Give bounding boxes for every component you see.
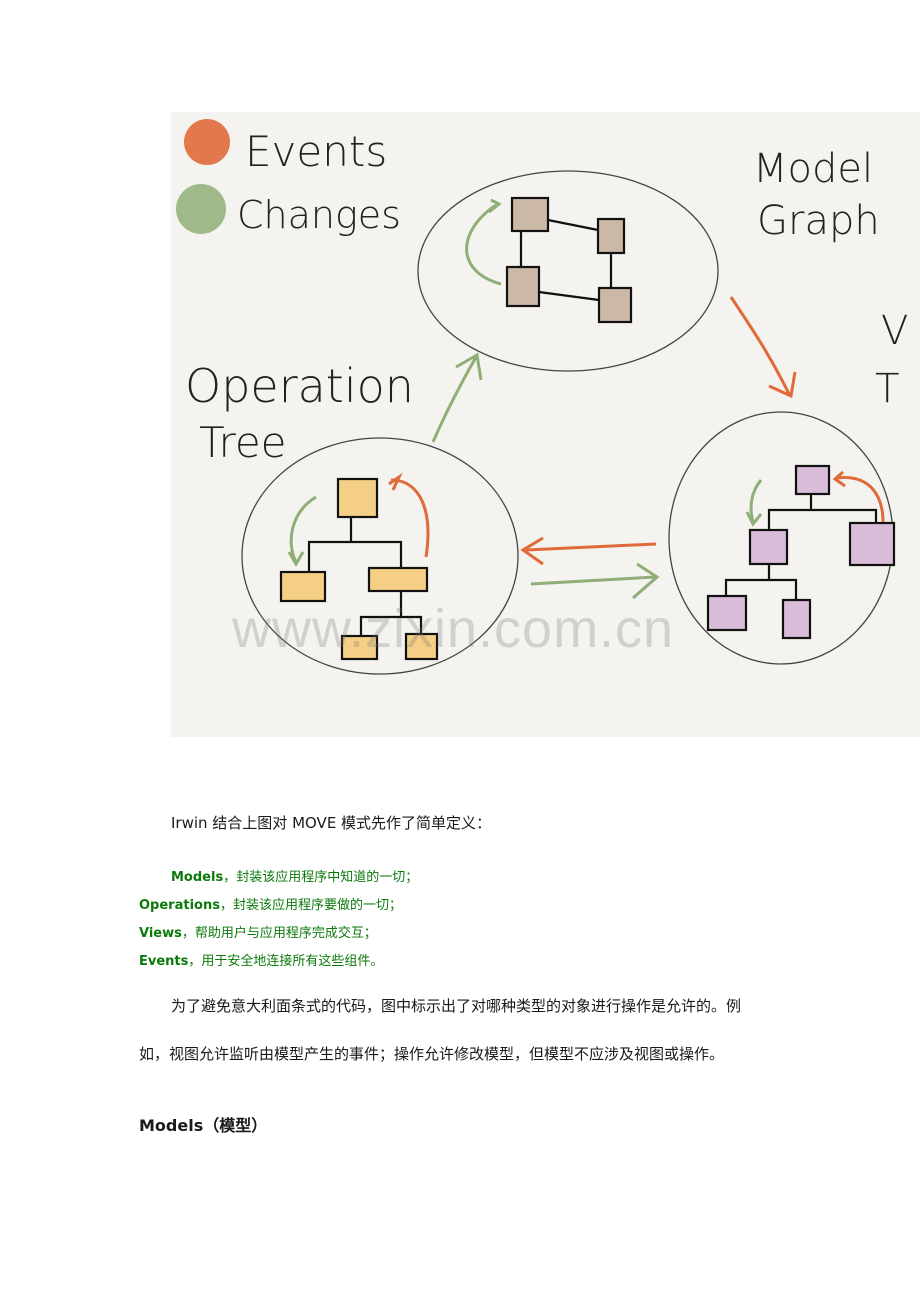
watermark: www.zixin.com.cn	[232, 599, 675, 659]
changes-legend-dot	[176, 184, 226, 234]
model-graph-label-2: Graph	[757, 198, 880, 244]
definition-term: Models	[171, 870, 224, 885]
view-tree-label-2: T	[875, 366, 899, 412]
operation-tree-circle	[241, 437, 519, 675]
definition-events: Events，用于安全地连接所有这些组件。	[139, 950, 383, 969]
operation-tree-label-1: Operation	[185, 359, 414, 413]
view-tree-change-arrow	[745, 479, 763, 527]
paragraph-line-2: 如，视图允许监听由模型产生的事件；操作允许修改模型，但模型不应涉及视图或操作。	[139, 1045, 725, 1063]
move-diagram: Events Changes Model Graph Operation Tre…	[171, 112, 920, 737]
definition-text: ，用于安全地连接所有这些组件。	[188, 954, 384, 969]
view-tree-label-1: V	[881, 308, 908, 354]
definition-term: Views	[139, 926, 182, 941]
view-tree-nodes	[706, 464, 896, 640]
arrow-model-to-view	[729, 296, 797, 399]
move-diagram-svg: Events Changes Model Graph Operation Tre…	[176, 119, 908, 675]
arrow-view-to-operation	[520, 536, 657, 566]
operation-tree-change-arrow	[287, 495, 317, 567]
model-graph-circle	[417, 170, 719, 372]
definition-models: Models，封装该应用程序中知道的一切；	[171, 866, 418, 885]
definition-term: Operations	[139, 898, 220, 913]
model-graph-label-1: Model	[753, 146, 873, 192]
operation-tree-event-arrow	[388, 472, 430, 558]
definition-operations: Operations，封装该应用程序要做的一切；	[139, 894, 402, 913]
definition-term: Events	[139, 954, 189, 969]
events-legend-dot	[184, 119, 230, 165]
legend-changes-label: Changes	[237, 193, 401, 237]
model-graph-nodes	[505, 196, 633, 324]
arrow-operation-to-view	[530, 562, 660, 600]
definition-text: ，封装该应用程序要做的一切；	[219, 898, 402, 913]
arrow-operation-to-model	[431, 352, 483, 443]
view-tree-event-arrow	[832, 470, 885, 523]
paragraph-line-1: 为了避免意大利面条式的代码，图中标示出了对哪种类型的对象进行操作是允许的。例	[171, 997, 742, 1015]
legend-events-label: Events	[245, 127, 387, 176]
intro-text: Irwin 结合上图对 MOVE 模式先作了简单定义：	[171, 814, 492, 832]
model-graph-change-arrow	[465, 198, 502, 286]
definition-text: ，封装该应用程序中知道的一切；	[223, 870, 419, 885]
section-heading: Models（模型）	[139, 1116, 268, 1135]
definition-text: ，帮助用户与应用程序完成交互；	[181, 926, 377, 941]
operation-tree-label-2: Tree	[199, 418, 287, 467]
definition-views: Views，帮助用户与应用程序完成交互；	[139, 922, 377, 941]
operation-tree-nodes	[279, 477, 439, 661]
